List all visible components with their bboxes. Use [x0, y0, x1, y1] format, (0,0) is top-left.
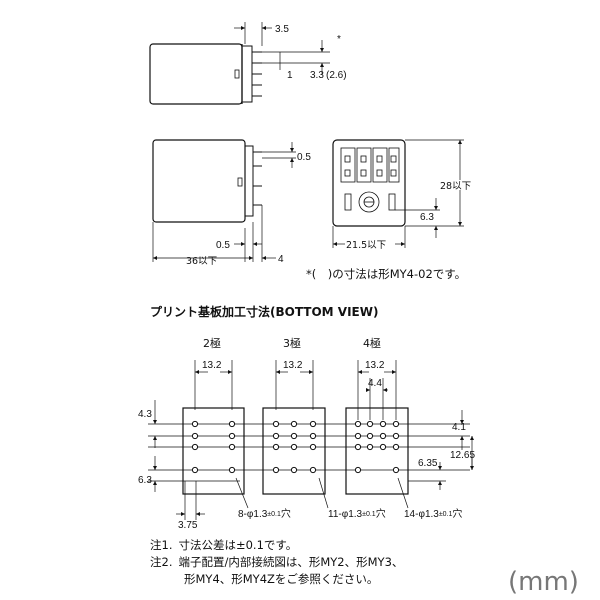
dim-right-4-1: 4.1: [452, 422, 466, 433]
pcb-holes: [191, 420, 400, 474]
dim-pin-width: 0.5: [297, 152, 311, 163]
pcb-3-hole: [290, 443, 298, 451]
pcb-4-pole: 4極 13.2 4.4: [345, 336, 409, 495]
note-2-line2: 形MY4、形MY4Zをご参照ください。: [184, 572, 378, 586]
pcb-3-hole: [272, 432, 280, 440]
pcb-2-hole: [228, 443, 236, 451]
end-terminal-grid: [340, 147, 400, 213]
dim-pin-tip: 4: [278, 254, 284, 265]
pcb-2-hole: [228, 466, 236, 474]
label-3-pole: 3極: [283, 336, 301, 350]
pcb-2-outline: [182, 407, 245, 495]
dim-right-6-35: 6.35: [418, 458, 438, 469]
relay-body-end: [332, 139, 406, 227]
pcb-3-outline: [262, 407, 326, 495]
side-view: [152, 139, 296, 262]
pcb-4-outline: [345, 407, 409, 495]
relay-body-top: [149, 43, 243, 105]
footnote-star: *( )の寸法は形MY4-02です。: [306, 267, 466, 281]
pcb-4-hole: [392, 432, 400, 440]
end-view: [332, 139, 464, 248]
hole-spec-4-pole: 14-φ1.3±0.1穴: [404, 507, 462, 520]
pcb-section-title: プリント基板加工寸法(BOTTOM VIEW): [150, 304, 378, 319]
hole-spec-2-pole: 8-φ1.3±0.1穴: [238, 507, 291, 520]
dim-pin-offset: 1: [287, 70, 293, 81]
dim-pin-bottom: 0.5: [216, 240, 230, 251]
pcb-4-hole: [354, 443, 362, 451]
note-2-line1: 注2.端子配置/内部接続図は、形MY2、形MY3、: [150, 555, 403, 569]
dim-3-width: 13.2: [283, 360, 303, 371]
top-view: [149, 22, 330, 105]
pcb-3-hole: [272, 466, 280, 474]
dim-end-width: 21.5以下: [346, 240, 386, 251]
dim-4-inner: 4.4: [368, 378, 382, 389]
pcb-4-hole: [366, 443, 374, 451]
pcb-2-hole: [191, 466, 199, 474]
pcb-4-hole: [392, 420, 400, 428]
pcb-3-hole: [290, 466, 298, 474]
dim-row-bottom: 6.3: [138, 475, 152, 486]
pcb-2-hole: [191, 443, 199, 451]
pcb-3-hole: [272, 443, 280, 451]
pcb-2-hole: [228, 432, 236, 440]
dim-row-top: 4.3: [138, 409, 152, 420]
pcb-2-pole: 2極 13.2: [182, 336, 245, 495]
pcb-3-hole: [309, 432, 317, 440]
pins-top: [252, 51, 262, 97]
pcb-4-hole: [354, 432, 362, 440]
label-4-pole: 4極: [363, 336, 381, 350]
pcb-2-hole: [228, 420, 236, 428]
hole-spec-3-pole: 11-φ1.3±0.1穴: [328, 507, 386, 520]
pcb-3-pole: 3極 13.2: [262, 336, 326, 495]
note-1: 注1.寸法公差は±0.1です。: [150, 538, 297, 552]
pcb-4-hole: [354, 466, 362, 474]
pcb-2-hole: [191, 420, 199, 428]
dim-pitch-alt: (2.6): [326, 70, 347, 81]
terminal-block-side: [244, 145, 254, 217]
dim-pin-length: 3.5: [275, 24, 289, 35]
label-2-pole: 2極: [203, 336, 221, 350]
dim-4-width: 13.2: [365, 360, 385, 371]
pcb-3-hole: [272, 420, 280, 428]
dim-col-offset: 3.75: [178, 520, 198, 531]
pcb-dimension-lines: [148, 400, 475, 520]
dim-2-width: 13.2: [202, 360, 222, 371]
pcb-4-hole: [392, 443, 400, 451]
unit-label: (mm): [508, 567, 579, 597]
dim-end-offset: 6.3: [420, 212, 434, 223]
dim-right-12-65: 12.65: [450, 450, 475, 461]
dim-body-length: 36以下: [186, 256, 217, 267]
pcb-3-hole: [309, 443, 317, 451]
pcb-4-hole: [379, 432, 387, 440]
dim-pitch: 3.3: [310, 70, 324, 81]
asterisk-mark: *: [337, 34, 341, 45]
pcb-3-hole: [290, 432, 298, 440]
pcb-4-hole: [392, 466, 400, 474]
terminal-block-top: [241, 45, 253, 103]
pcb-4-hole: [366, 432, 374, 440]
pcb-4-hole: [379, 420, 387, 428]
pcb-4-hole: [379, 443, 387, 451]
pcb-2-hole: [191, 432, 199, 440]
pcb-4-hole: [366, 420, 374, 428]
pcb-3-hole: [290, 420, 298, 428]
pcb-4-hole: [354, 420, 362, 428]
pcb-3-hole: [309, 420, 317, 428]
dim-end-height: 28以下: [440, 181, 471, 192]
pcb-3-hole: [309, 466, 317, 474]
relay-body-side: [152, 139, 246, 223]
